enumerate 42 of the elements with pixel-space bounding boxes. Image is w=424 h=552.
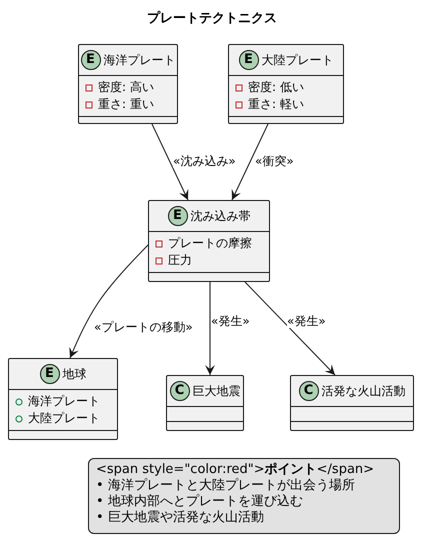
class-box bbox=[148, 200, 270, 282]
attribute-text: 海洋プレート bbox=[28, 393, 100, 410]
edge-label: «衝突» bbox=[255, 154, 294, 168]
class-type-badge: E bbox=[168, 206, 188, 226]
attribute-text: プレートの摩擦 bbox=[168, 235, 252, 252]
class-name: 沈み込み帯 bbox=[190, 208, 250, 224]
class-type-badge: E bbox=[40, 364, 60, 384]
class-type-badge: C bbox=[298, 381, 318, 401]
note-text: • 海洋プレートと大陸プレートが出会う場所 bbox=[96, 478, 356, 494]
class-box bbox=[228, 44, 344, 124]
note-box bbox=[88, 458, 400, 534]
arrow bbox=[232, 124, 268, 200]
class-name: 海洋プレート bbox=[104, 52, 176, 68]
arrow bbox=[244, 282, 336, 376]
note-text: • 地球内部へとプレートを運び込む bbox=[96, 494, 304, 510]
arrow bbox=[69, 244, 148, 358]
attribute-text: 重さ: 軽い bbox=[248, 96, 304, 113]
class-name: 地球 bbox=[62, 366, 86, 382]
attribute-text: 圧力 bbox=[168, 252, 192, 269]
class-type-badge: E bbox=[80, 50, 100, 70]
edge-label: «発生» bbox=[211, 314, 250, 328]
diagram-title: プレートテクトニクス bbox=[146, 10, 278, 27]
class-name: 大陸プレート bbox=[262, 52, 334, 68]
note-text: • 巨大地震や活発な火山活動 bbox=[96, 510, 265, 526]
edge-label: «プレートの移動» bbox=[94, 320, 193, 334]
attribute-text: 重さ: 重い bbox=[98, 96, 154, 113]
class-name: 活発な火山活動 bbox=[322, 382, 406, 400]
class-type-badge: E bbox=[238, 50, 258, 70]
arrow bbox=[152, 124, 188, 200]
attribute-text: 密度: 高い bbox=[98, 79, 154, 96]
class-type-badge: C bbox=[170, 381, 190, 401]
class-box bbox=[290, 375, 414, 431]
note-text: <span style="color:red">ポイント</span> bbox=[96, 462, 376, 478]
class-name: 巨大地震 bbox=[192, 382, 240, 400]
attribute-text: 密度: 低い bbox=[248, 79, 304, 96]
class-box bbox=[8, 358, 118, 440]
arrow bbox=[205, 282, 215, 376]
attribute-text: 大陸プレート bbox=[28, 410, 100, 427]
edge-label: «発生» bbox=[287, 314, 326, 328]
class-box bbox=[78, 44, 178, 124]
class-box bbox=[166, 375, 244, 431]
edge-label: «沈み込み» bbox=[173, 154, 236, 168]
